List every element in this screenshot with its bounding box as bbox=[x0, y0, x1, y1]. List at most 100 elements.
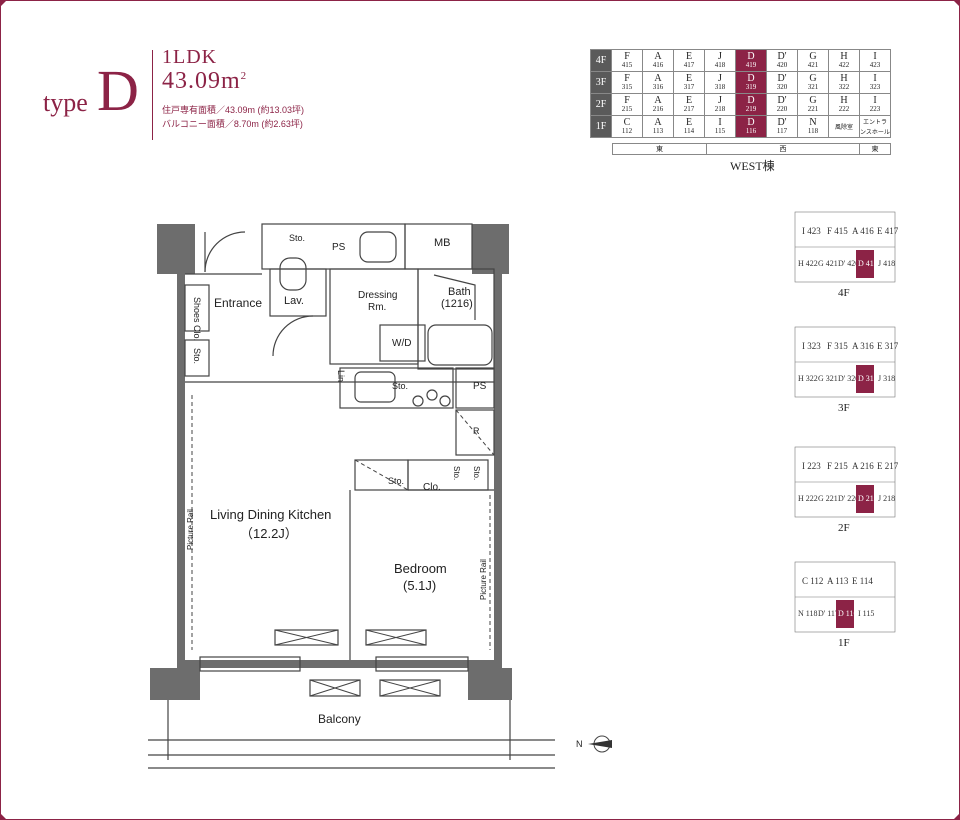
private-area-note: 住戸専有面積／43.09m (約13.03坪) bbox=[162, 105, 305, 115]
lav-label: Lav. bbox=[284, 295, 304, 307]
unit-cell: D'117 bbox=[766, 115, 798, 138]
type-letter: D bbox=[97, 58, 139, 123]
sto-top-label: Sto. bbox=[289, 233, 306, 243]
dir-east-right: 東 bbox=[859, 143, 891, 155]
key-unit-label: H 422 bbox=[798, 259, 818, 268]
key-unit-label: I 223 bbox=[802, 461, 821, 471]
key-unit-label: I 423 bbox=[802, 226, 821, 236]
key-unit-label: A 416 bbox=[852, 226, 874, 236]
corner-mark bbox=[953, 813, 960, 820]
key-floor-label: 1F bbox=[838, 637, 850, 649]
type-word: type bbox=[43, 88, 88, 117]
key-unit-label: F 315 bbox=[827, 341, 848, 351]
floor-label: 2F bbox=[590, 93, 612, 116]
key-unit-label: D 419 bbox=[858, 259, 878, 268]
picture-rails bbox=[191, 395, 495, 650]
mb-label: MB bbox=[434, 237, 451, 249]
key-unit-label: D' 220 bbox=[838, 494, 859, 503]
key-unit-label: D 116 bbox=[838, 609, 857, 618]
bath-label: Bath bbox=[448, 286, 471, 298]
shoes-label: Shoes Clo. bbox=[192, 297, 202, 342]
plan-lines bbox=[148, 223, 555, 769]
bedroom-size-label: (5.1J) bbox=[403, 578, 437, 593]
floor-label: 3F bbox=[590, 71, 612, 94]
unit-cell: D'220 bbox=[766, 93, 798, 116]
key-unit-label: A 113 bbox=[827, 576, 849, 586]
key-unit-label: D' 320 bbox=[838, 374, 859, 383]
unit-cell: 風除室 bbox=[828, 115, 860, 138]
area-value: 43.09 bbox=[162, 68, 221, 94]
balcony-label: Balcony bbox=[318, 712, 361, 726]
entrance-label: Entrance bbox=[214, 296, 263, 310]
sto-b-label: Sto. bbox=[472, 466, 481, 481]
bath-size-label: (1216) bbox=[441, 298, 473, 310]
key-unit-label: A 316 bbox=[852, 341, 874, 351]
dir-west: 西 bbox=[706, 143, 860, 155]
unit-cell: D'320 bbox=[766, 71, 798, 94]
key-unit-label: H 222 bbox=[798, 494, 818, 503]
north-label: N bbox=[576, 739, 583, 749]
key-floor-label: 3F bbox=[838, 402, 850, 414]
ps-kitchen-label: PS bbox=[473, 381, 487, 392]
dressing-label-2: Rm. bbox=[368, 302, 387, 313]
key-unit-label: E 217 bbox=[877, 461, 899, 471]
picture-rail-left-label: Picture Rail bbox=[186, 509, 195, 550]
clo-label: Clo. bbox=[423, 482, 441, 493]
layout-type: 1LDK bbox=[162, 46, 218, 68]
key-unit-label: I 115 bbox=[858, 609, 874, 618]
building-name: WEST棟 bbox=[730, 159, 775, 173]
corner-mark bbox=[0, 0, 7, 7]
key-unit-label: G 321 bbox=[818, 374, 838, 383]
floor-plan bbox=[148, 223, 555, 769]
picture-rail-right-label: Picture Rail bbox=[479, 559, 488, 600]
key-unit-label: D 219 bbox=[858, 494, 878, 503]
plan-walls bbox=[150, 224, 512, 700]
key-unit-label: N 118 bbox=[798, 609, 817, 618]
north-arrow bbox=[588, 735, 612, 753]
floor-area: 43.09m2 bbox=[162, 68, 247, 95]
r-label: R bbox=[473, 426, 480, 436]
floor-label: 4F bbox=[590, 49, 612, 72]
key-unit-label: J 418 bbox=[878, 259, 895, 268]
ldk-label: Living Dining Kitchen bbox=[210, 507, 332, 522]
sto-a-label: Sto. bbox=[452, 466, 461, 481]
unit-cell: エントランスホール bbox=[859, 115, 891, 138]
key-unit-label: J 318 bbox=[878, 374, 895, 383]
key-unit-label: E 317 bbox=[877, 341, 899, 351]
key-unit-label: D' 420 bbox=[838, 259, 859, 268]
key-unit-label: J 218 bbox=[878, 494, 895, 503]
lin-label: Lin bbox=[336, 370, 346, 383]
key-unit-label: G 221 bbox=[818, 494, 838, 503]
dir-east-left: 東 bbox=[612, 143, 707, 155]
key-unit-label: A 216 bbox=[852, 461, 874, 471]
unit-cell: D'420 bbox=[766, 49, 798, 72]
sto-kitchen-label: Sto. bbox=[392, 381, 409, 391]
window-marks bbox=[274, 629, 441, 697]
